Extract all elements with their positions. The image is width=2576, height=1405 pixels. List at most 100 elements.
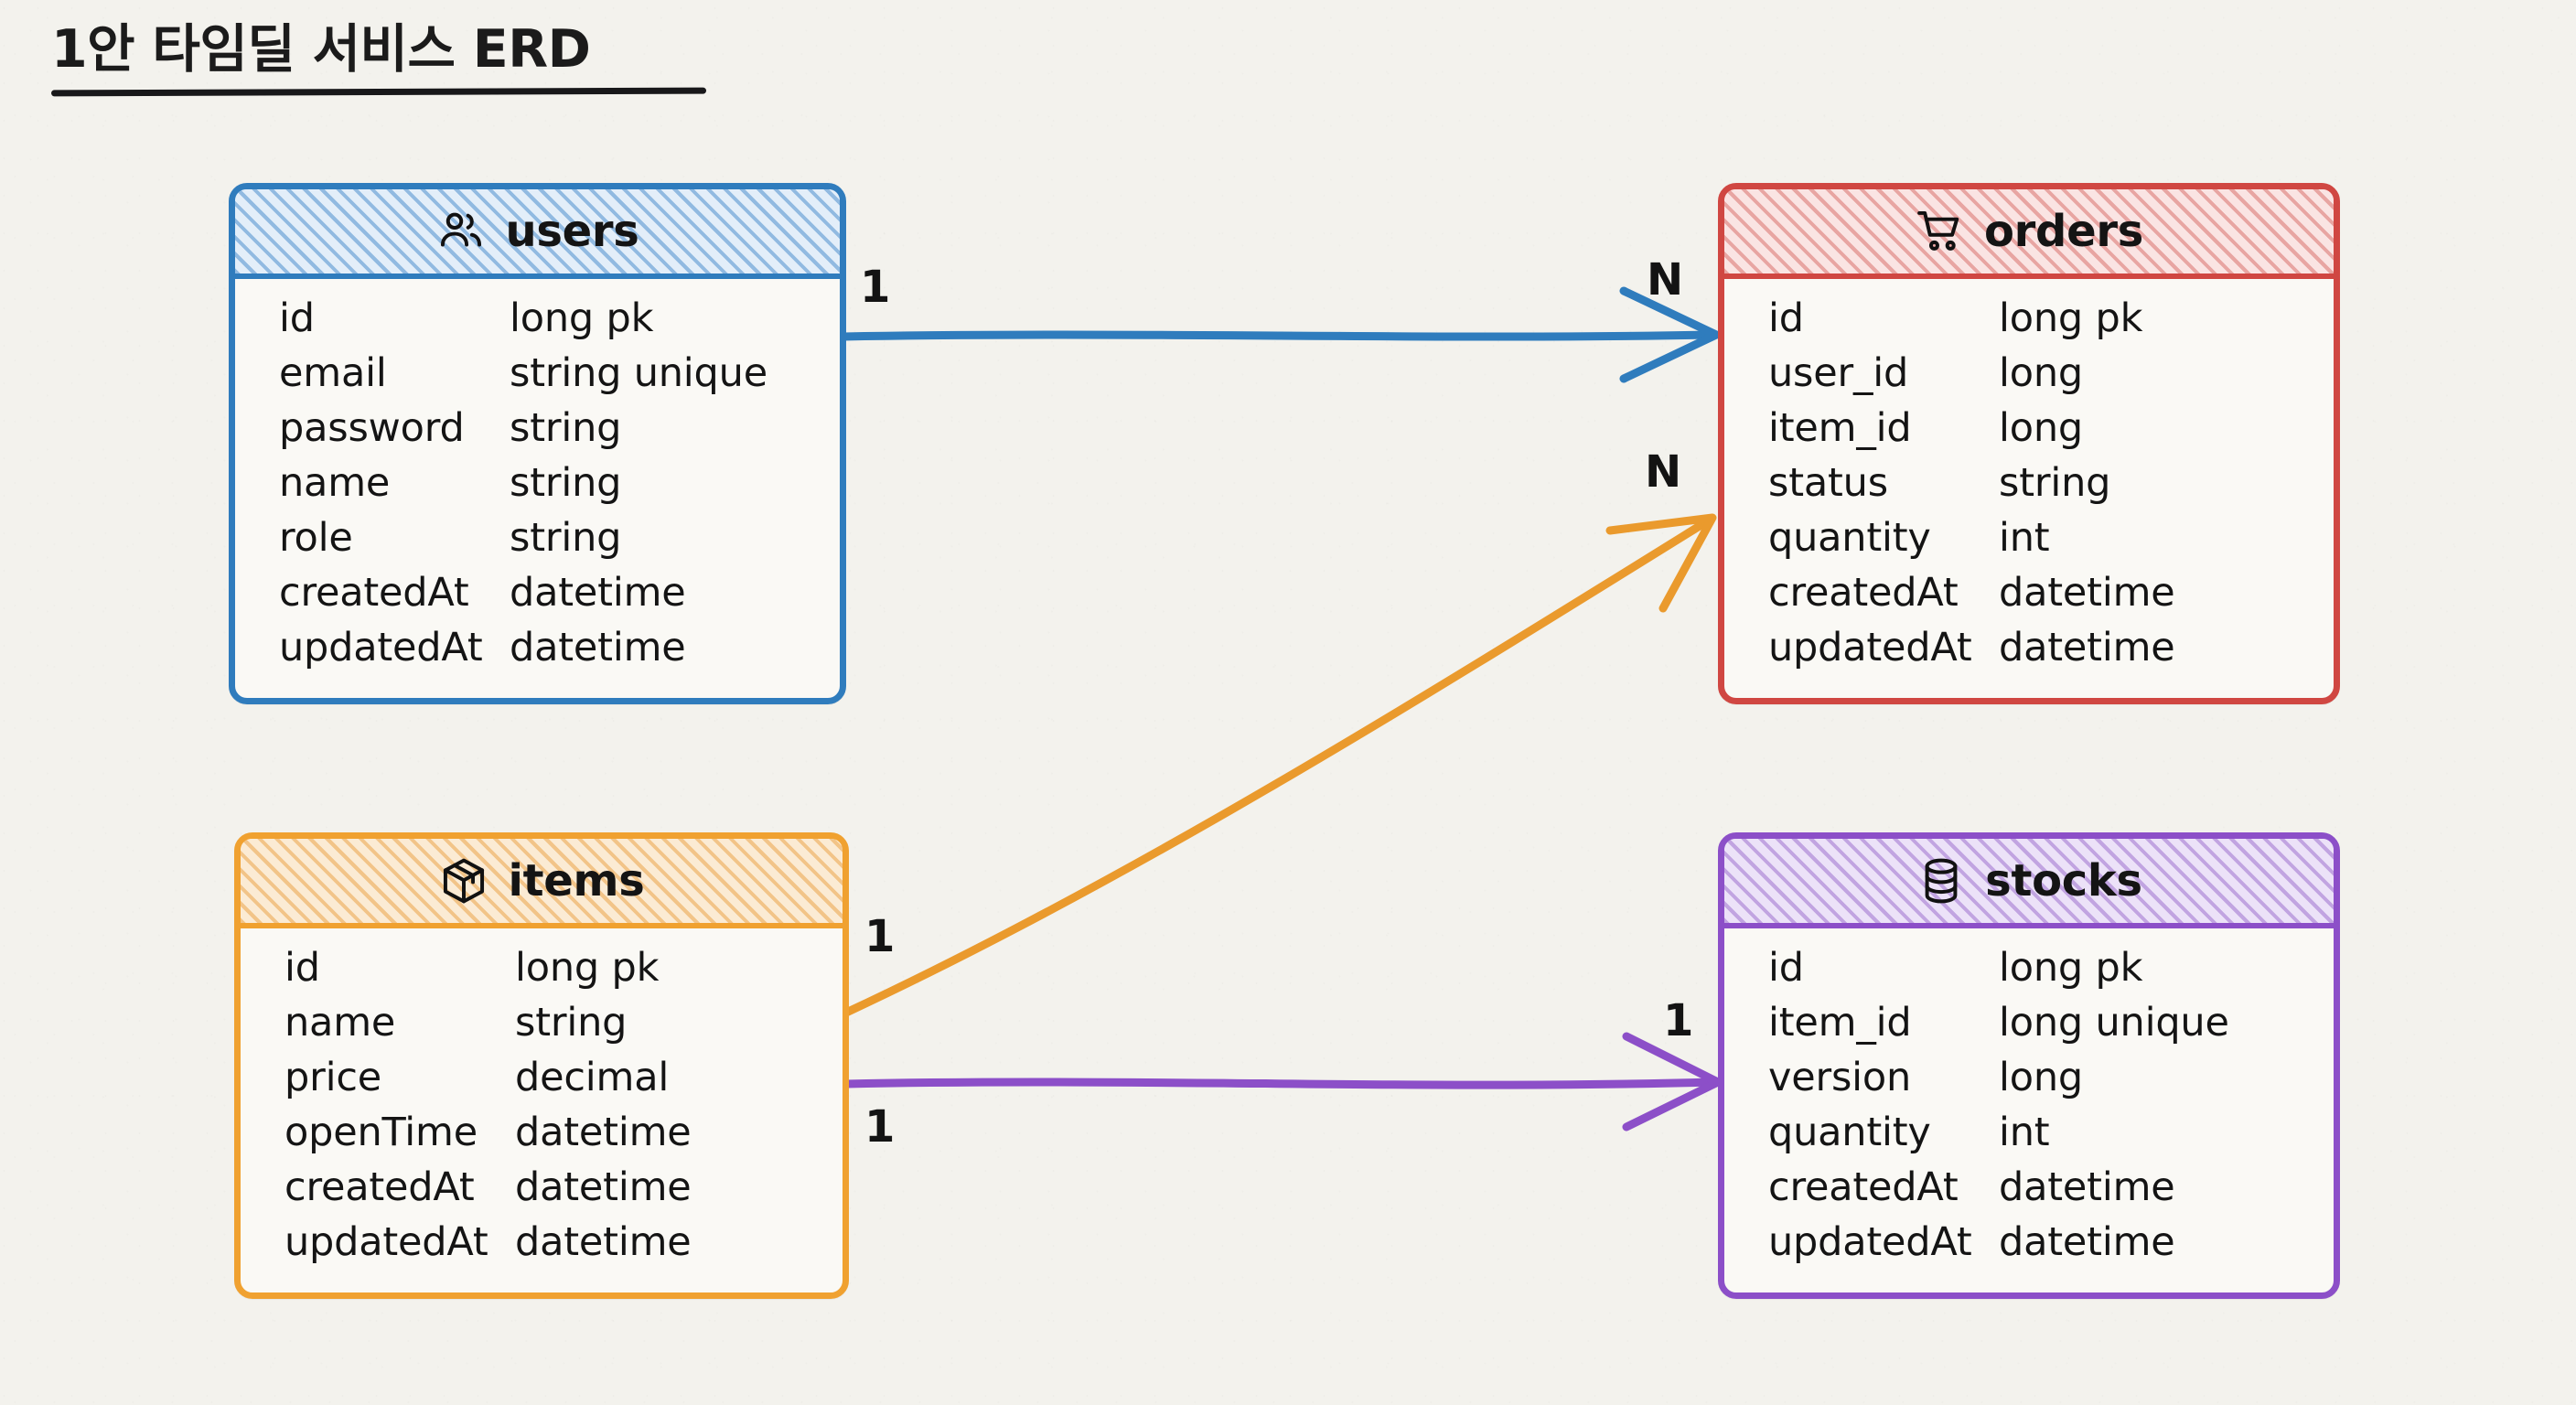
field-type: long unique	[1999, 1000, 2229, 1046]
table-row: user_id long	[1768, 350, 2334, 405]
table-body-orders: id long pk user_id long item_id long sta…	[1724, 279, 2334, 698]
field-type: string	[515, 1000, 628, 1046]
table-row: updatedAt datetime	[1768, 625, 2334, 680]
field-type: long pk	[1999, 945, 2143, 991]
cardinality-users-orders-from: 1	[860, 262, 891, 313]
table-row: email string unique	[279, 350, 840, 405]
field-name: createdAt	[279, 570, 469, 616]
table-row: item_id long unique	[1768, 1000, 2334, 1055]
cardinality-items-orders-from: 1	[864, 911, 896, 962]
field-type: long	[1999, 1055, 2084, 1100]
table-row: createdAt datetime	[279, 570, 840, 625]
field-name: id	[1768, 945, 1804, 991]
field-name: updatedAt	[1768, 625, 1972, 670]
relation-items-orders	[842, 513, 1717, 1017]
table-row: id long pk	[1768, 295, 2334, 350]
table-row: createdAt datetime	[284, 1164, 843, 1219]
title-underline	[50, 87, 707, 96]
erd-table-orders[interactable]: orders id long pk user_id long item_id l…	[1718, 183, 2340, 704]
field-type: datetime	[515, 1219, 692, 1265]
table-row: updatedAt datetime	[279, 625, 840, 680]
table-row: price decimal	[284, 1055, 843, 1110]
field-name: item_id	[1768, 405, 1912, 451]
field-name: id	[279, 295, 315, 341]
table-body-items: id long pk name string price decimal ope…	[241, 928, 843, 1292]
table-row: openTime datetime	[284, 1110, 843, 1164]
field-type: datetime	[515, 1110, 692, 1155]
field-type: decimal	[515, 1055, 670, 1100]
field-name: price	[284, 1055, 382, 1100]
field-name: email	[279, 350, 387, 396]
title-block: 1안 타임딜 서비스 ERD	[50, 19, 746, 96]
field-type: long	[1999, 405, 2084, 451]
field-name: version	[1768, 1055, 1912, 1100]
cardinality-items-stocks-from: 1	[864, 1101, 896, 1153]
table-title-orders: orders	[1983, 206, 2143, 257]
field-type: datetime	[1999, 625, 2175, 670]
field-type: long pk	[510, 295, 654, 341]
field-name: quantity	[1768, 515, 1931, 561]
field-type: string	[1999, 460, 2111, 506]
cardinality-items-stocks-to: 1	[1663, 995, 1694, 1046]
field-name: updatedAt	[1768, 1219, 1972, 1265]
relation-users-orders	[839, 286, 1721, 383]
field-name: quantity	[1768, 1110, 1931, 1155]
field-name: name	[279, 460, 391, 506]
table-row: updatedAt datetime	[284, 1219, 843, 1274]
package-box-icon	[438, 855, 489, 906]
table-title-items: items	[508, 855, 645, 906]
field-name: item_id	[1768, 1000, 1912, 1046]
field-type: datetime	[510, 570, 686, 616]
table-row: role string	[279, 515, 840, 570]
field-type: datetime	[1999, 1164, 2175, 1210]
table-header-items: items	[241, 839, 843, 928]
table-row: quantity int	[1768, 1110, 2334, 1164]
table-body-users: id long pk email string unique password …	[235, 279, 840, 698]
table-body-stocks: id long pk item_id long unique version l…	[1724, 928, 2334, 1292]
field-type: datetime	[510, 625, 686, 670]
field-name: user_id	[1768, 350, 1909, 396]
table-row: name string	[279, 460, 840, 515]
table-row: updatedAt datetime	[1768, 1219, 2334, 1274]
shopping-cart-icon	[1915, 206, 1966, 257]
field-type: datetime	[1999, 1219, 2175, 1265]
field-name: updatedAt	[279, 625, 483, 670]
field-type: int	[1999, 515, 2050, 561]
users-group-icon	[435, 206, 487, 257]
field-name: createdAt	[1768, 570, 1959, 616]
table-row: status string	[1768, 460, 2334, 515]
table-row: createdAt datetime	[1768, 1164, 2334, 1219]
field-name: openTime	[284, 1110, 478, 1155]
field-name: status	[1768, 460, 1888, 506]
table-row: createdAt datetime	[1768, 570, 2334, 625]
field-type: string unique	[510, 350, 767, 396]
erd-table-users[interactable]: users id long pk email string unique pas…	[229, 183, 846, 704]
field-type: string	[510, 460, 622, 506]
field-name: role	[279, 515, 353, 561]
cardinality-users-orders-to: N	[1647, 254, 1684, 306]
table-row: name string	[284, 1000, 843, 1055]
page-title: 1안 타임딜 서비스 ERD	[51, 19, 591, 80]
field-name: id	[284, 945, 320, 991]
database-cylinder-icon	[1916, 855, 1967, 906]
field-type: string	[510, 405, 622, 451]
field-type: int	[1999, 1110, 2050, 1155]
table-row: version long	[1768, 1055, 2334, 1110]
field-name: name	[284, 1000, 396, 1046]
table-row: password string	[279, 405, 840, 460]
erd-table-stocks[interactable]: stocks id long pk item_id long unique ve…	[1718, 832, 2340, 1299]
table-row: id long pk	[284, 945, 843, 1000]
table-row: item_id long	[1768, 405, 2334, 460]
field-type: string	[510, 515, 622, 561]
table-title-users: users	[505, 206, 639, 257]
erd-table-items[interactable]: items id long pk name string price decim…	[234, 832, 849, 1299]
field-name: createdAt	[284, 1164, 475, 1210]
field-name: id	[1768, 295, 1804, 341]
field-name: updatedAt	[284, 1219, 488, 1265]
field-type: datetime	[1999, 570, 2175, 616]
field-name: password	[279, 405, 465, 451]
table-row: quantity int	[1768, 515, 2334, 570]
field-type: long pk	[1999, 295, 2143, 341]
relation-items-stocks	[842, 1032, 1723, 1132]
